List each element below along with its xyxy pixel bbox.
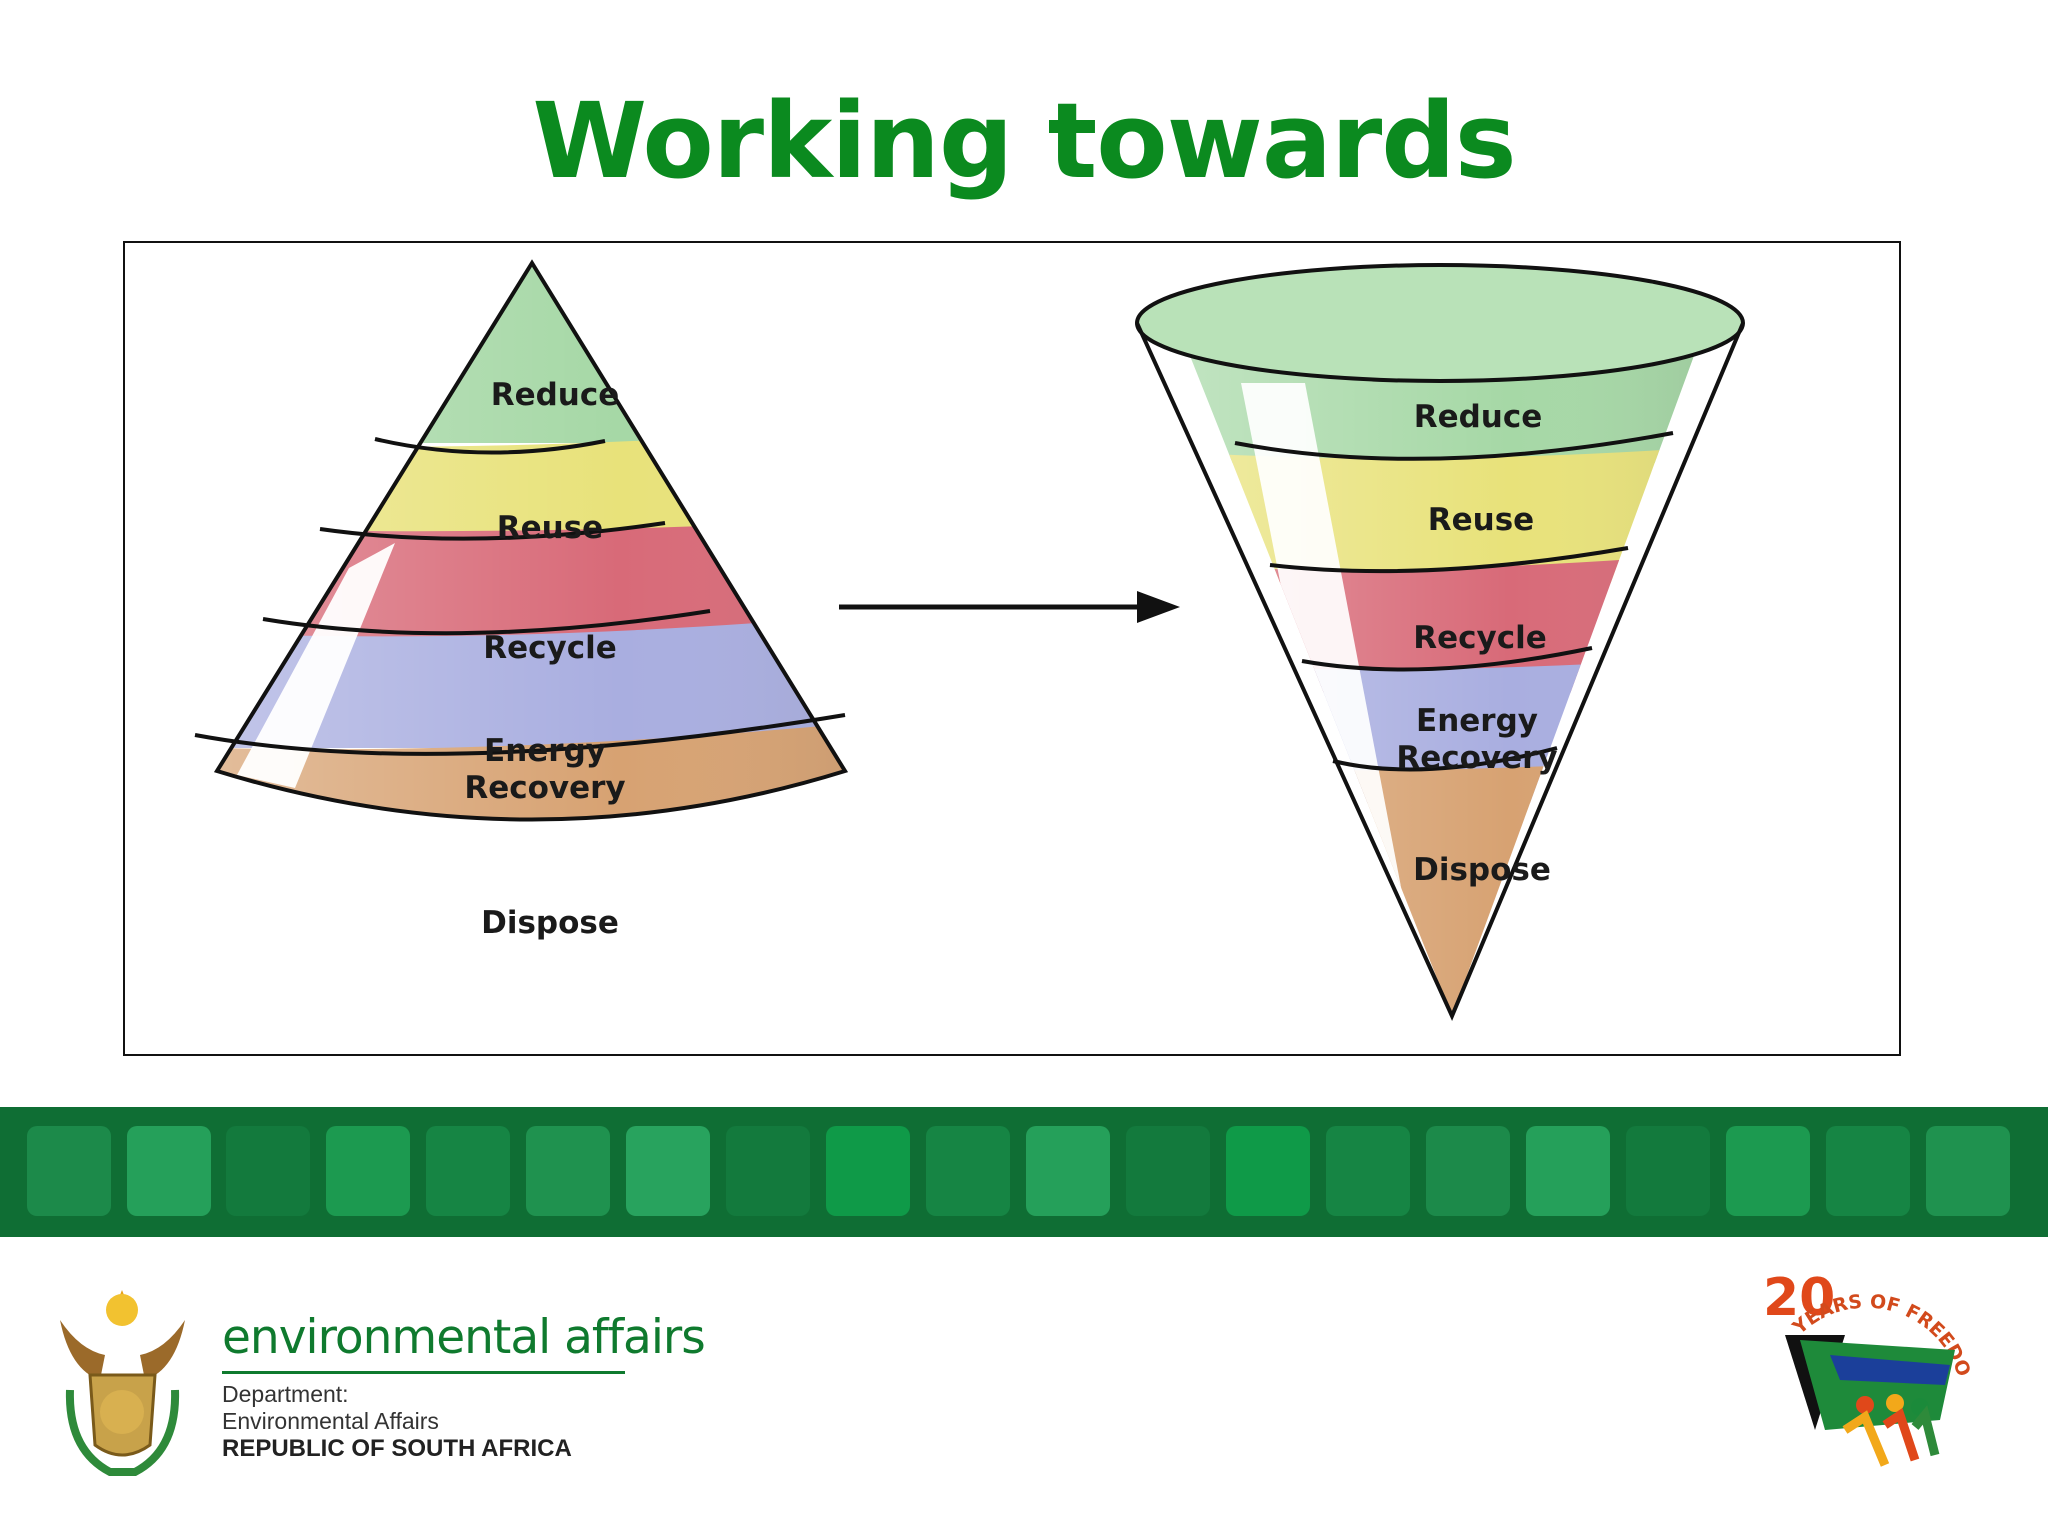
left-label-reduce: Reduce: [491, 377, 620, 413]
anniversary-number: 20: [1763, 1268, 1835, 1328]
strip-tile: [426, 1126, 510, 1216]
right-cone-labels: Reduce Reuse Recycle Energy Recovery Dis…: [1396, 399, 1557, 888]
department-rule: [222, 1371, 625, 1374]
strip-tile: [1126, 1126, 1210, 1216]
department-title: Environmental Affairs: [222, 1408, 439, 1434]
right-label-dispose: Dispose: [1413, 852, 1551, 888]
strip-tile: [726, 1126, 810, 1216]
strip-tile: [1926, 1126, 2010, 1216]
right-label-reuse: Reuse: [1428, 502, 1534, 538]
cones-diagram-svg: Reduce Reuse Recycle Energy Recovery Dis…: [194, 259, 1745, 1021]
left-cone-labels: Reduce Reuse Recycle Energy Recovery Dis…: [464, 377, 625, 941]
strip-tile: [1426, 1126, 1510, 1216]
waste-hierarchy-diagram: Reduce Reuse Recycle Energy Recovery Dis…: [123, 241, 1901, 1056]
strip-tile: [1626, 1126, 1710, 1216]
strip-tile: [926, 1126, 1010, 1216]
strip-tile: [1726, 1126, 1810, 1216]
strip-tile: [1326, 1126, 1410, 1216]
strip-tile: [127, 1126, 211, 1216]
footer-green-strip: [0, 1107, 2048, 1237]
left-label-reuse: Reuse: [497, 510, 603, 546]
strip-tile: [626, 1126, 710, 1216]
twenty-years-freedom-logo: 20 YEARS OF FREEDOM: [1755, 1255, 1975, 1467]
right-label-reduce: Reduce: [1414, 399, 1543, 435]
right-label-recovery: Recovery: [1396, 740, 1557, 776]
strip-tile: [226, 1126, 310, 1216]
strip-tile: [1226, 1126, 1310, 1216]
transition-arrow: [839, 591, 1180, 623]
strip-tile: [1526, 1126, 1610, 1216]
left-label-recovery: Recovery: [464, 770, 625, 806]
slide-title: Working towards: [532, 80, 1516, 202]
strip-tile: [1026, 1126, 1110, 1216]
strip-tile: [27, 1126, 111, 1216]
department-name: environmental affairs: [222, 1310, 706, 1365]
strip-tile: [1826, 1126, 1910, 1216]
strip-tile: [826, 1126, 910, 1216]
left-label-dispose: Dispose: [481, 905, 619, 941]
department-label: Department:: [222, 1381, 349, 1407]
right-label-recycle: Recycle: [1413, 620, 1547, 656]
left-label-energy: Energy: [484, 733, 606, 769]
left-cone: [194, 259, 849, 822]
coat-of-arms-logo: [60, 1290, 185, 1476]
strip-tile: [526, 1126, 610, 1216]
left-label-recycle: Recycle: [483, 630, 617, 666]
country-name: REPUBLIC OF SOUTH AFRICA: [222, 1435, 572, 1462]
right-label-energy: Energy: [1416, 703, 1538, 739]
strip-tile: [326, 1126, 410, 1216]
